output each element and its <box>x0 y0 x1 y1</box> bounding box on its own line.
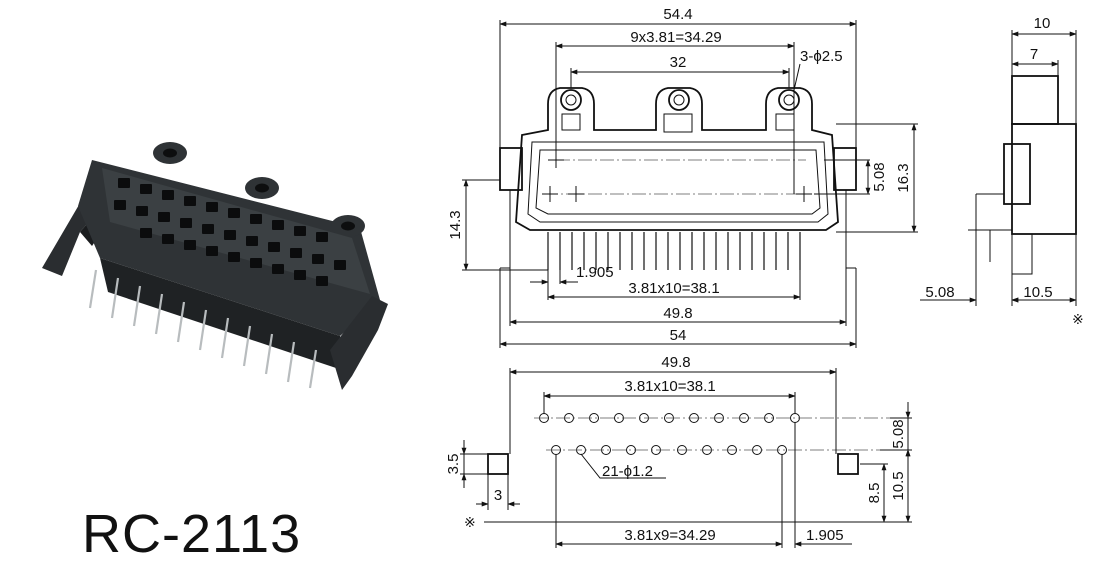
dim-total-depth: 10 <box>1034 15 1051 32</box>
pcb-layout-view: 49.8 3.81x10=38.1 5.08 21-ϕ1.2 3.5 3 8.5… <box>445 354 912 548</box>
dim-mount-holes: 3-ϕ2.5 <box>800 48 843 65</box>
pcb-edge-offset: 10.5 <box>890 471 907 500</box>
dim-base-width: 54 <box>670 327 687 344</box>
pcb-mount-height: 3.5 <box>445 454 462 475</box>
dim-side-height: 14.3 <box>447 210 464 239</box>
dim-hole-pitch-span: 9x3.81=34.29 <box>630 29 721 46</box>
dim-overall-width: 54.4 <box>663 6 692 23</box>
pcb-pin-span-top: 3.81x10=38.1 <box>624 378 715 395</box>
dim-pin-span: 3.81x10=38.1 <box>628 280 719 297</box>
pcb-pin-offset: 1.905 <box>806 527 844 544</box>
dim-row-pitch: 5.08 <box>871 162 888 191</box>
side-view: 10 7 5.08 10.5 ※ <box>920 15 1084 327</box>
dim-pin-offset: 1.905 <box>576 264 614 281</box>
pcb-row-pitch: 5.08 <box>890 419 907 448</box>
dim-base-depth: 10.5 <box>1023 284 1052 301</box>
pcb-reference-mark: ※ <box>464 514 476 530</box>
dim-body-height: 16.3 <box>895 163 912 192</box>
pcb-body-width: 49.8 <box>661 354 690 371</box>
connector-photo <box>42 142 388 390</box>
dim-pin-row-offset: 5.08 <box>925 284 954 301</box>
dim-flange-depth: 7 <box>1030 46 1038 63</box>
model-number: RC-2113 <box>82 504 301 564</box>
side-reference-mark: ※ <box>1072 311 1084 327</box>
pcb-pin-holes: 21-ϕ1.2 <box>602 463 653 480</box>
pcb-mount-width: 3 <box>494 487 502 504</box>
dim-body-width: 49.8 <box>663 305 692 322</box>
front-view: 54.4 9x3.81=34.29 32 3-ϕ2.5 5.08 16.3 14… <box>447 6 918 348</box>
pcb-pin-span-bottom: 3.81x9=34.29 <box>624 527 715 544</box>
dim-mount-hole-span: 32 <box>670 54 687 71</box>
pcb-peg-offset: 8.5 <box>866 483 883 504</box>
